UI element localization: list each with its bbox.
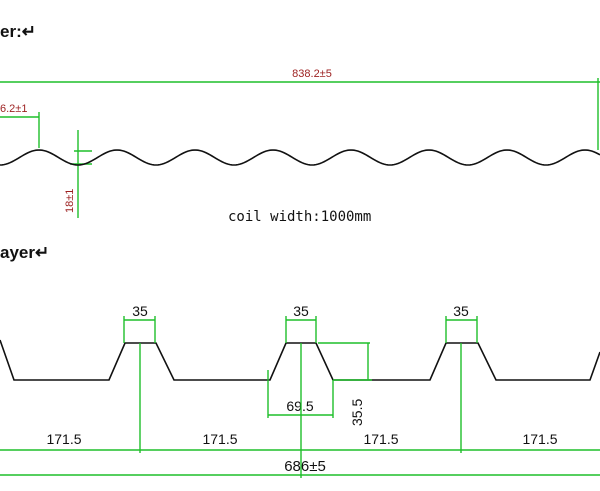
rib-height-label: 35.5 — [349, 399, 365, 426]
rib-top-width-label-2: 35 — [293, 303, 309, 319]
rib-base-width: 69.5 — [267, 370, 334, 418]
pitch-label-2: 171.5 — [202, 431, 237, 447]
rib-height: 35.5 — [318, 342, 372, 426]
rib-base-width-label: 69.5 — [286, 398, 313, 414]
rib-top-width-label-3: 35 — [453, 303, 469, 319]
pitch-label-4: 171.5 — [522, 431, 557, 447]
rib-top-width-2: 35 — [285, 303, 317, 343]
wave-pitch-label: 6.2±1 — [0, 103, 27, 115]
pitch-label-3: 171.5 — [363, 431, 398, 447]
trapezoidal-profile-line — [0, 339, 600, 381]
top-overall-width-label: 838.2±5 — [292, 68, 332, 80]
coil-width-note: coil width:1000mm — [228, 209, 371, 225]
wave-height-label: 18±1 — [64, 189, 76, 213]
rib-top-width-3: 35 — [445, 303, 478, 343]
rib-top-width-label-1: 35 — [132, 303, 148, 319]
rib-top-width-1: 35 — [123, 303, 156, 343]
bottom-layer-heading: ayer↵ — [0, 243, 49, 262]
top-profile: 838.2±5 6.2±1 18±1 coil width:1000mm — [0, 68, 600, 225]
bottom-overall-width-label: 686±5 — [284, 458, 326, 475]
bottom-profile: 35 35 35 69.5 35.5 — [0, 303, 600, 478]
pitch-label-1: 171.5 — [46, 431, 81, 447]
top-layer-heading: er:↵ — [0, 22, 36, 41]
corrugated-wave-line — [0, 149, 600, 166]
